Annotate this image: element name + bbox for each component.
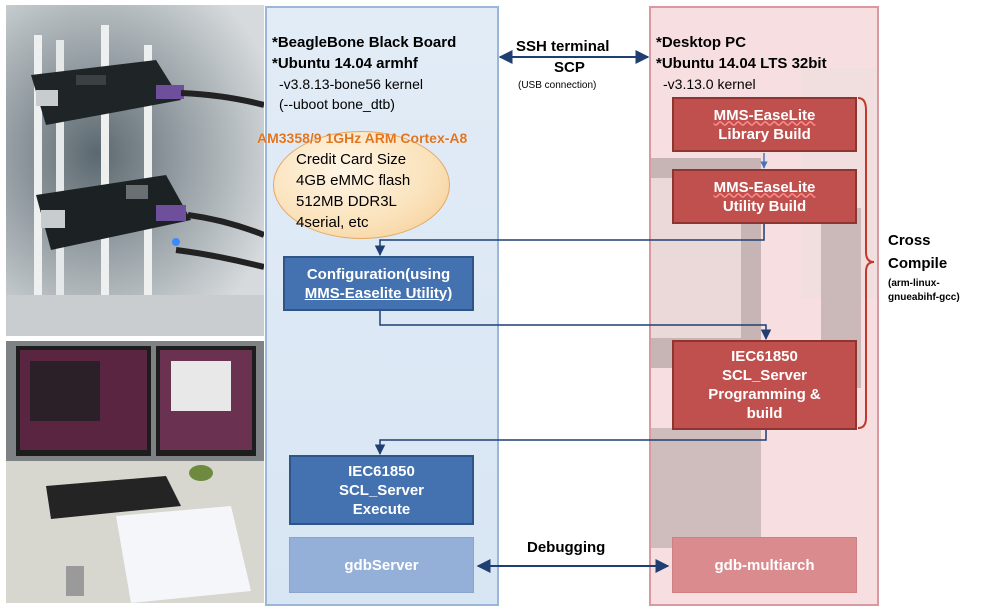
config-to-iec-arrow <box>379 311 772 341</box>
spec-item: Credit Card Size <box>296 151 407 168</box>
execute-line2: SCL_Server <box>338 481 425 499</box>
library-build-line1: MMS-EaseLite <box>713 106 816 124</box>
iec-programming-line1: IEC61850 <box>731 348 798 365</box>
cpu-title: AM3358/9 1GHz ARM Cortex-A8 <box>257 130 468 146</box>
bbb-kernel: -v3.8.13-bone56 kernel <box>279 76 423 92</box>
pc-os: *Ubuntu 14.04 LTS 32bit <box>656 55 827 72</box>
gdb-multiarch-label: gdb-multiarch <box>714 556 815 574</box>
bbb-os: *Ubuntu 14.04 armhf <box>272 55 418 72</box>
cross-label: Cross <box>888 232 931 249</box>
toolchain-label-2: gnueabihf-gcc) <box>888 292 960 303</box>
compile-label: Compile <box>888 255 948 272</box>
utility-build-line2: Utility Build <box>722 197 807 215</box>
spec-item: 512MB DDR3L <box>296 193 397 210</box>
spec-item: 4GB eMMC flash <box>296 172 411 189</box>
gdbserver-label: gdbServer <box>344 556 419 574</box>
utility-build-line1: MMS-EaseLite <box>713 178 816 196</box>
gdb-multiarch-box: gdb-multiarch <box>672 537 857 593</box>
spec-item: 4serial, etc <box>296 214 369 231</box>
utility-build-box: MMS-EaseLite Utility Build <box>672 169 857 224</box>
execute-line1: IEC61850 <box>348 462 415 480</box>
bbb-uboot: (--uboot bone_dtb) <box>279 96 395 112</box>
cross-compile-brace <box>857 97 875 429</box>
beaglebone-boards-photo <box>6 5 264 336</box>
toolchain-label-1: (arm-linux- <box>888 278 940 289</box>
util-to-config-arrow <box>374 224 765 257</box>
usb-connection-label: (USB connection) <box>518 80 597 91</box>
cpu-spec-ellipse <box>273 131 450 239</box>
execute-line3: Execute <box>352 500 411 518</box>
pc-title: *Desktop PC <box>656 34 747 51</box>
bbb-title: *BeagleBone Black Board <box>272 34 457 51</box>
configuration-line2: MMS-Easelite Utility) <box>304 284 453 302</box>
execute-box: IEC61850 SCL_Server Execute <box>289 455 474 525</box>
gdbserver-box: gdbServer <box>289 537 474 593</box>
configuration-line1: Configuration(using <box>306 265 451 283</box>
configuration-box: Configuration(using MMS-Easelite Utility… <box>283 256 474 311</box>
desktop-workstation-photo <box>6 341 264 603</box>
library-build-line2: Library Build <box>718 125 811 143</box>
iec-programming-line4: build <box>746 405 783 422</box>
pc-kernel: -v3.13.0 kernel <box>663 76 756 92</box>
debugging-label: Debugging <box>527 539 606 556</box>
library-build-box: MMS-EaseLite Library Build <box>672 97 857 152</box>
iec-programming-line2: SCL_Server <box>721 367 808 384</box>
iec-to-execute-arrow <box>374 430 767 456</box>
iec-programming-box: IEC61850 SCL_Server Programming & build <box>672 340 857 430</box>
iec-programming-line3: Programming & <box>708 386 821 403</box>
